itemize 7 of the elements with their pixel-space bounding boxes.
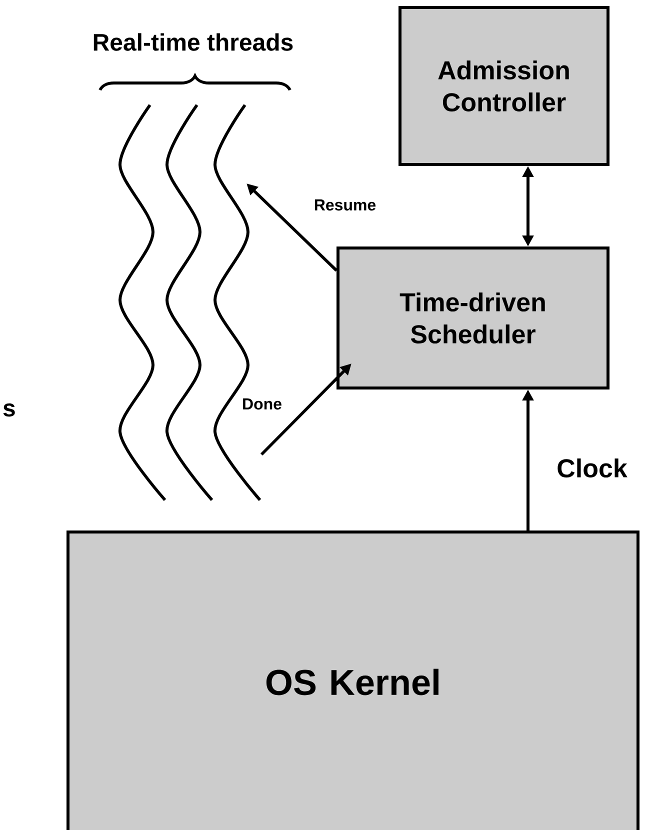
edge-label: Resume <box>314 199 376 211</box>
process-box: Time-driven Scheduler <box>336 246 610 390</box>
edge-label: Clock <box>558 458 628 478</box>
process-box: Admission Controller <box>398 6 610 166</box>
cut-text: s <box>3 403 15 417</box>
edge-label: Done <box>243 398 282 410</box>
process-box: OS Kernel <box>66 530 640 830</box>
